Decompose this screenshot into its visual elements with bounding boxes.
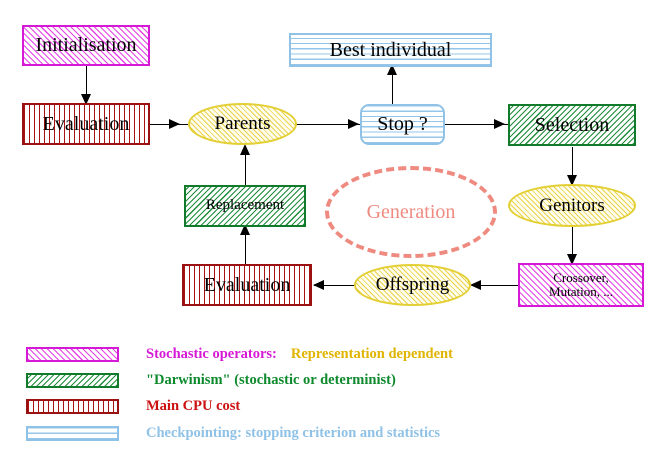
- legend-label-representation-dependent: Representation dependent: [290, 345, 453, 362]
- node-evaluation-top[interactable]: Evaluation: [22, 103, 150, 145]
- arrowhead-stop-to-best-individual: [387, 64, 397, 75]
- arrowhead-selection-to-genitors: [567, 175, 577, 186]
- arrowhead-offspring-to-evaluation: [313, 280, 324, 290]
- edge-stop-to-selection: [444, 124, 508, 126]
- legend: Stochastic operators: Representation depe…: [0, 338, 662, 468]
- node-stop-label: Stop ?: [377, 113, 428, 135]
- node-offspring-label: Offspring: [375, 274, 450, 296]
- arrowhead-replacement-to-parents: [240, 144, 250, 155]
- legend-label-stochastic-operators: Stochastic operators:: [146, 345, 277, 362]
- legend-swatch-blue-hatch: [26, 425, 119, 441]
- legend-swatch-red-hatch: [26, 398, 119, 414]
- node-evaluation-bottom[interactable]: Evaluation: [182, 264, 312, 306]
- arrowhead-crossover-to-offspring: [470, 280, 481, 290]
- edge-genitors-to-crossover: [572, 227, 574, 262]
- legend-swatch-green-hatch: [26, 372, 119, 388]
- legend-row-checkpointing: Checkpointing: stopping criterion and st…: [26, 422, 440, 444]
- edge-initialisation-to-evaluation: [86, 66, 88, 100]
- node-genitors[interactable]: Genitors: [508, 184, 636, 227]
- edge-stop-to-best-individual: [392, 67, 394, 109]
- legend-label-checkpointing: Checkpointing: stopping criterion and st…: [146, 424, 441, 441]
- arrowhead-initialisation-to-evaluation: [81, 94, 91, 105]
- edge-offspring-to-evaluation: [314, 285, 356, 287]
- legend-row-stochastic-operators: Stochastic operators: Representation depe…: [26, 343, 453, 365]
- legend-label-main-cpu-cost: Main CPU cost: [146, 397, 241, 414]
- node-initialisation-label: Initialisation: [35, 34, 137, 56]
- node-selection[interactable]: Selection: [508, 104, 636, 146]
- arrowhead-evaluation-to-replacement: [240, 224, 250, 235]
- node-replacement-label: Replacement: [205, 197, 285, 214]
- edge-evaluation-to-replacement: [245, 227, 247, 264]
- legend-row-main-cpu-cost: Main CPU cost: [26, 395, 240, 417]
- arrowhead-parents-to-stop: [348, 119, 359, 129]
- node-best-individual-label: Best individual: [329, 38, 452, 61]
- node-best-individual[interactable]: Best individual: [289, 33, 492, 67]
- arrowhead-evaluation-to-parents: [169, 119, 180, 129]
- legend-text-group: Stochastic operators: Representation depe…: [146, 346, 453, 363]
- node-evaluation-top-label: Evaluation: [42, 112, 130, 135]
- arrowhead-stop-to-selection: [494, 119, 505, 129]
- node-generation: Generation: [325, 166, 497, 258]
- node-selection-label: Selection: [534, 113, 610, 136]
- legend-swatch-magenta-hatch: [26, 346, 119, 362]
- node-parents[interactable]: Parents: [188, 103, 297, 145]
- node-initialisation[interactable]: Initialisation: [22, 25, 150, 66]
- node-generation-label: Generation: [366, 200, 456, 223]
- edge-selection-to-genitors: [572, 147, 574, 182]
- arrowhead-genitors-to-crossover: [567, 254, 577, 265]
- node-crossover-mutation-label: Crossover, Mutation, ...: [549, 270, 613, 299]
- legend-row-darwinism: "Darwinism" (stochastic or determinist): [26, 369, 396, 391]
- edge-replacement-to-parents: [245, 147, 247, 185]
- legend-label-darwinism: "Darwinism" (stochastic or determinist): [146, 371, 396, 388]
- node-replacement[interactable]: Replacement: [184, 185, 306, 227]
- node-crossover-mutation[interactable]: Crossover, Mutation, ...: [518, 263, 644, 307]
- node-evaluation-bottom-label: Evaluation: [203, 273, 291, 296]
- node-offspring[interactable]: Offspring: [354, 264, 471, 306]
- node-stop[interactable]: Stop ?: [360, 104, 445, 145]
- node-genitors-label: Genitors: [539, 194, 605, 216]
- edge-parents-to-stop: [296, 124, 362, 126]
- node-parents-label: Parents: [214, 113, 271, 135]
- edge-crossover-to-offspring: [472, 285, 518, 287]
